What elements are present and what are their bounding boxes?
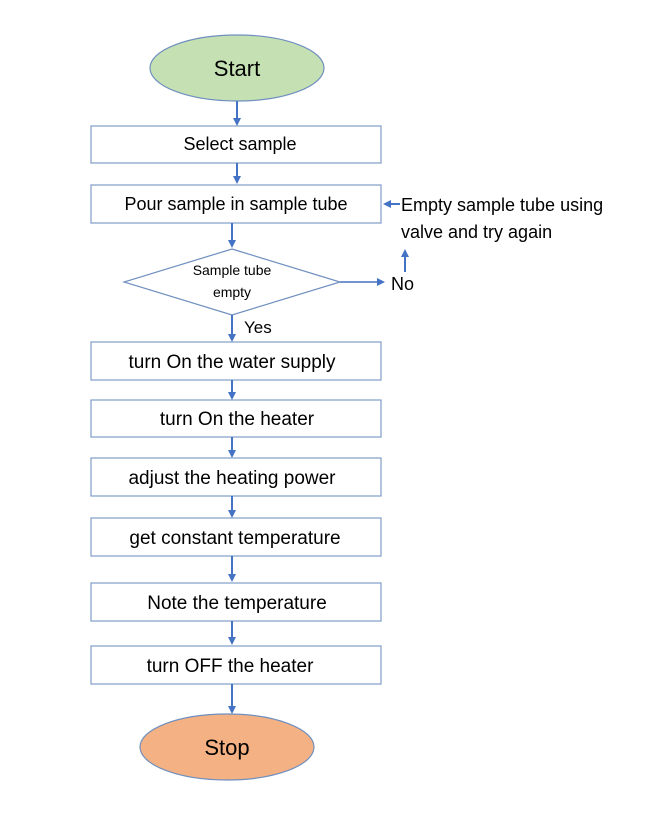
heater-off-label: turn OFF the heater bbox=[147, 656, 315, 677]
heater-off-box bbox=[90, 645, 382, 685]
constant-temp-box bbox=[90, 517, 382, 557]
adjust-power-box bbox=[90, 457, 382, 497]
water-supply-box bbox=[90, 341, 382, 381]
water-supply-label: turn On the water supply bbox=[129, 352, 336, 373]
yes-label: Yes bbox=[244, 318, 272, 337]
note-temp-box bbox=[90, 582, 382, 622]
adjust-power-label: adjust the heating power bbox=[128, 468, 336, 489]
retry-note-line1: Empty sample tube using bbox=[401, 195, 603, 215]
stop-terminator bbox=[139, 713, 315, 781]
stop-label: Stop bbox=[204, 735, 249, 760]
heater-on-label: turn On the heater bbox=[160, 409, 315, 430]
heater-on-box bbox=[90, 399, 382, 438]
decision-label-line1: Sample tube bbox=[193, 262, 272, 278]
decision-label-line2: empty bbox=[213, 284, 251, 300]
constant-temp-label: get constant temperature bbox=[129, 528, 340, 549]
select-sample-label: Select sample bbox=[183, 134, 296, 154]
select-sample-box bbox=[90, 125, 382, 164]
note-temp-label: Note the temperature bbox=[147, 593, 327, 614]
no-label: No bbox=[391, 274, 414, 294]
pour-sample-box bbox=[90, 184, 382, 224]
pour-sample-label: Pour sample in sample tube bbox=[124, 194, 347, 214]
start-label: Start bbox=[214, 56, 260, 81]
retry-note-line2: valve and try again bbox=[401, 222, 552, 242]
decision-diamond bbox=[121, 248, 343, 316]
